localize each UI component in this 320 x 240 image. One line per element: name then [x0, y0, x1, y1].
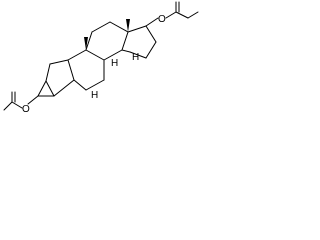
bond — [67, 59, 75, 81]
bond — [85, 79, 105, 91]
hydrogen-atom-label: H — [91, 90, 98, 101]
bond — [129, 51, 147, 59]
bond — [45, 80, 55, 97]
bond — [145, 41, 157, 59]
hydrogen-atom-label: H — [132, 52, 139, 63]
bond — [3, 101, 13, 111]
bond — [37, 80, 47, 97]
bond — [67, 49, 87, 61]
bond — [109, 21, 129, 33]
methyl-wedge — [84, 37, 88, 50]
bond — [85, 31, 93, 51]
bond — [53, 79, 75, 97]
bond — [127, 25, 147, 33]
bond — [85, 49, 105, 61]
bond — [121, 49, 131, 53]
bond — [27, 95, 39, 105]
bond — [175, 11, 189, 19]
bond — [145, 17, 159, 27]
bond — [73, 79, 87, 91]
bond — [49, 59, 69, 65]
hydrogen-atom-label: H — [111, 58, 118, 69]
bond — [145, 25, 157, 43]
bond — [121, 31, 129, 51]
oxygen-atom-label: O — [158, 14, 166, 25]
bond — [187, 11, 199, 19]
bond — [45, 63, 51, 82]
bond — [11, 101, 23, 109]
bond — [91, 21, 111, 33]
molecule-structure-diagram: O O H H H — [3, 1, 199, 115]
oxygen-atom-label: O — [22, 104, 30, 115]
bond — [103, 49, 123, 61]
methyl-wedge — [126, 19, 130, 32]
bond — [165, 11, 177, 19]
